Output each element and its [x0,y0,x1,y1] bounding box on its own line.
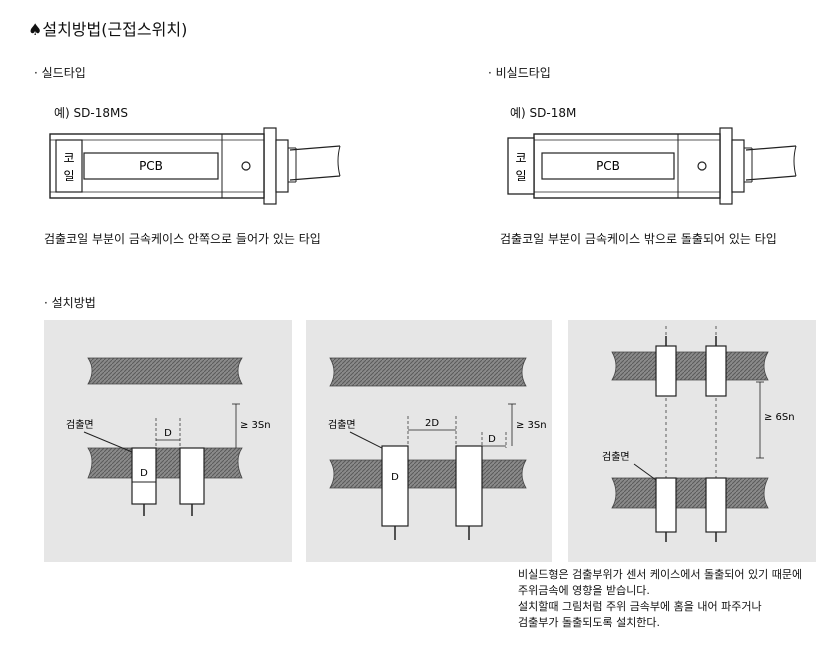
shield-coil-label-2: 일 [63,169,74,183]
note-line-1: 비실드형은 검출부위가 센서 케이스에서 돌출되어 있기 때문에 [518,568,803,581]
panel-3-sensor-lower-b [705,477,727,533]
panel-1-face-label: 검출면 [66,419,94,431]
panel-2-background [306,320,552,562]
nonshield-sensor-drawing: 코 일 PCB [507,127,797,205]
note-line-2: 주위금속에 영향을 받습니다. [518,584,650,597]
panel-1-sensor-b [179,447,205,505]
panel-3-sensor-lower-a [655,477,677,533]
panel-1-d-inner: D [140,468,148,479]
panel-1-gap-label: ≥ 3Sn [240,420,271,431]
panel-2-upper-plate [329,357,527,387]
install-panel-3: ≥ 6Sn 검출면 [568,320,816,562]
panel-1-d-label: D [164,428,172,439]
shield-sensor-drawing: 코 일 PCB [49,127,341,205]
panel-2-d-inner: D [391,472,399,483]
panel-3-gap-label: ≥ 6Sn [764,412,795,423]
nonshield-nut-right [731,139,745,193]
nonshield-type-heading: · 비실드타입 [488,66,551,80]
panel-1-upper-plate [87,357,243,385]
panel-2-d-label: D [488,434,496,445]
shield-pcb-box [83,152,219,180]
nonshield-nut-left [719,127,733,205]
shield-led [241,161,251,171]
nonshield-install-note: 비실드형은 검출부위가 센서 케이스에서 돌출되어 있기 때문에 주위금속에 영… [518,567,802,631]
panel-2-sensor-b [455,445,483,527]
panel-2-lower-plate [329,459,527,489]
shield-example-label: 예) SD-18MS [54,106,128,120]
panel-2-face-label: 검출면 [328,419,356,431]
panel-2-gap-label: ≥ 3Sn [516,420,547,431]
shield-nut-right [275,139,289,193]
panel-3-sensor-upper-a [655,345,677,397]
panel-1-lower-plate [87,447,243,479]
nonshield-caption: 검출코일 부분이 금속케이스 밖으로 돌출되어 있는 타입 [500,232,777,246]
nonshield-example-label: 예) SD-18M [510,106,577,120]
page-title: ♠설치방법(근접스위치) [28,20,188,39]
panel-2-sensor-a [381,445,409,527]
panel-2-two-d-label: 2D [425,418,439,429]
panel-3-lower-plate [611,477,769,509]
nonshield-pcb-box [541,152,675,180]
shield-coil-box [55,139,83,193]
install-panel-2: D 2D D ≥ 3Sn 검출면 [306,320,552,562]
nonshield-coil-box [507,137,535,195]
panel-1-background [44,320,292,562]
install-heading: · 설치방법 [44,296,96,310]
nonshield-coil-label-1: 코 [515,151,526,165]
note-line-4: 검출부가 돌출되도록 설치한다. [518,616,661,629]
nonshield-led [697,161,707,171]
install-panel-1: D D ≥ 3Sn 검출면 [44,320,292,562]
note-line-3: 설치할때 그림처럼 주위 금속부에 홈을 내어 파주거나 [518,600,762,613]
shield-coil-label-1: 코 [63,151,74,165]
shield-caption: 검출코일 부분이 금속케이스 안쪽으로 들어가 있는 타입 [44,232,321,246]
panel-3-face-label: 검출면 [602,451,630,463]
shield-pcb-label: PCB [139,159,163,173]
nonshield-pcb-label: PCB [596,159,620,173]
shield-type-heading: · 실드타입 [34,66,86,80]
shield-nut-left [263,127,277,205]
panel-3-sensor-upper-b [705,345,727,397]
panel-3-upper-plate [611,351,769,381]
nonshield-coil-label-2: 일 [515,169,526,183]
